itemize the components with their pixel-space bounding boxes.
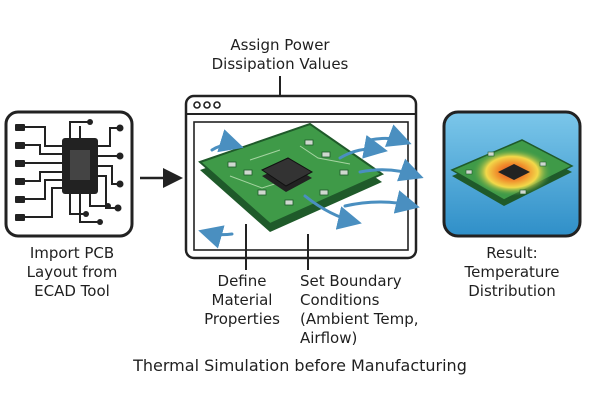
import-label: Import PCB Layout from ECAD Tool — [8, 244, 136, 301]
material-label-line-1: Define — [217, 272, 267, 290]
result-label-line-2: Temperature — [464, 263, 560, 281]
import-label-line-3: ECAD Tool — [34, 282, 110, 300]
result-label-line-1: Result: — [486, 244, 538, 262]
result-label: Result: Temperature Distribution — [444, 244, 580, 301]
boundary-label: Set Boundary Conditions (Ambient Temp, A… — [300, 272, 436, 348]
heatmap-board-icon — [442, 110, 582, 238]
import-label-line-1: Import PCB — [29, 244, 115, 262]
material-label: Define Material Properties — [192, 272, 292, 329]
result-label-line-3: Distribution — [468, 282, 556, 300]
boundary-label-line-1: Set Boundary — [300, 272, 402, 290]
material-label-line-2: Material — [211, 291, 273, 309]
boundary-label-line-3: (Ambient Temp, — [300, 310, 419, 328]
boundary-label-line-2: Conditions — [300, 291, 380, 309]
pcb-layout-icon — [4, 110, 134, 238]
chip-icon — [260, 157, 314, 192]
power-label-line-1: Assign Power — [230, 36, 330, 54]
airflow-arrow-icon — [198, 124, 424, 249]
diagram-caption: Thermal Simulation before Manufacturing — [133, 356, 467, 375]
power-label: Assign Power Dissipation Values — [200, 36, 360, 74]
material-label-line-3: Properties — [204, 310, 280, 328]
boundary-label-line-4: Airflow) — [300, 329, 358, 347]
import-label-line-2: Layout from — [26, 263, 118, 281]
pcb-board-icon — [198, 122, 385, 232]
power-label-line-2: Dissipation Values — [211, 55, 349, 73]
